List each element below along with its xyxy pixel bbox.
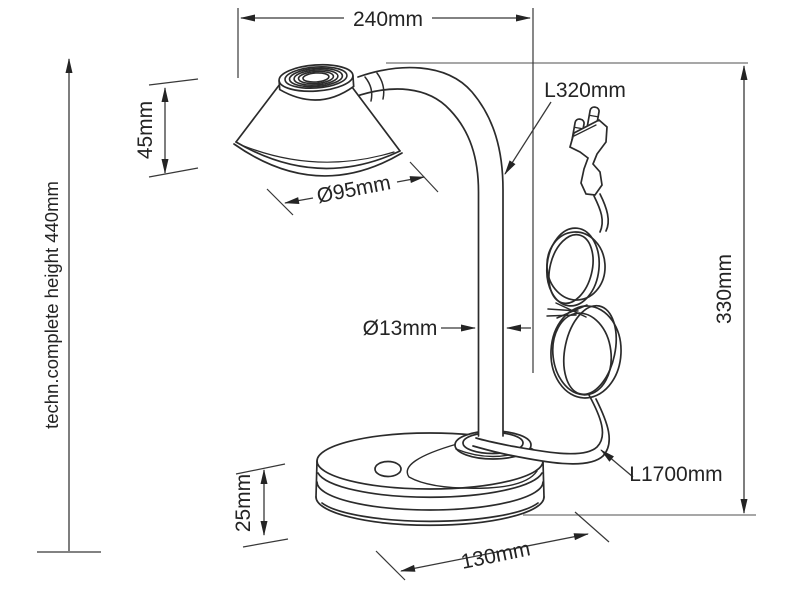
plug-face-line — [573, 124, 597, 137]
shade-rim-lower — [233, 143, 403, 177]
label-330mm: 330mm — [713, 254, 736, 324]
lamp-shade — [233, 63, 403, 177]
label-320mm: L320mm — [544, 79, 626, 102]
label-13mm: Ø13mm — [363, 317, 438, 340]
label-25mm: 25mm — [232, 474, 255, 532]
base-bottom-rim — [321, 502, 539, 523]
dimension-45mm: 45mm — [134, 78, 199, 178]
dimension-440mm: techn.complete height 440mm — [37, 58, 101, 553]
cable-to-base — [470, 392, 611, 465]
leader-line — [504, 101, 552, 175]
cable-edge-lower — [472, 398, 611, 465]
dimension-130mm: 130mm — [375, 511, 610, 581]
arm-inner-edge — [353, 88, 480, 437]
tick-right — [574, 511, 610, 543]
shade-edge-right — [351, 86, 401, 152]
base-side-right — [542, 460, 545, 498]
cable-from-plug — [592, 190, 610, 237]
dimension-320mm: L320mm — [504, 79, 626, 175]
base-bottom-edge — [315, 496, 545, 527]
cable-edge-upper — [475, 394, 604, 455]
tick-bottom — [242, 538, 289, 548]
tick-bottom — [148, 167, 199, 178]
tick-left — [266, 188, 294, 216]
arm-body-fill — [354, 67, 503, 437]
shade-rim-inner — [243, 145, 395, 163]
label-130mm: 130mm — [459, 537, 532, 574]
lamp-arm — [353, 66, 504, 437]
arm-ferrule-line-1 — [364, 76, 373, 102]
arm-ferrule-line-2 — [376, 72, 385, 100]
lamp-cap — [278, 63, 355, 101]
base-groove-2 — [316, 481, 544, 511]
dimension-13mm: Ø13mm — [363, 317, 531, 340]
lamp-cap-rings — [284, 66, 348, 89]
power-button — [374, 460, 402, 478]
extension-lines-gray — [386, 62, 756, 516]
tick-top — [235, 463, 286, 475]
label-45mm: 45mm — [134, 101, 157, 159]
shade-cone-fill — [236, 84, 400, 169]
label-240mm: 240mm — [353, 8, 423, 31]
power-cable — [470, 106, 622, 465]
label-1700mm: L1700mm — [629, 463, 722, 486]
base-groove-1 — [317, 472, 543, 499]
tick-top — [148, 78, 199, 86]
leader-line — [600, 449, 634, 478]
shade-rim-fill — [234, 142, 402, 176]
dimension-25mm: 25mm — [232, 463, 289, 548]
dim-line-left — [284, 197, 314, 204]
plug-body — [568, 118, 608, 196]
dim-line-right — [396, 176, 425, 183]
base-side-left — [315, 460, 318, 498]
shade-edge-left — [235, 83, 281, 143]
dim-line — [400, 533, 589, 572]
dimension-330mm: 330mm — [713, 65, 748, 514]
plug-cable-edge-right — [599, 193, 610, 232]
coil-knot — [546, 302, 588, 319]
power-plug — [568, 106, 608, 196]
cable-coil — [545, 227, 622, 399]
arm-outer-edge — [357, 66, 504, 437]
shade-rim-upper — [235, 141, 401, 170]
tick-left — [375, 550, 406, 581]
dimension-240mm: 240mm — [237, 8, 534, 373]
base-fairing-curve — [406, 443, 538, 489]
plug-cable-edge-left — [593, 195, 604, 233]
dimension-1700mm: L1700mm — [600, 449, 723, 486]
label-440mm: techn.complete height 440mm — [41, 181, 62, 429]
